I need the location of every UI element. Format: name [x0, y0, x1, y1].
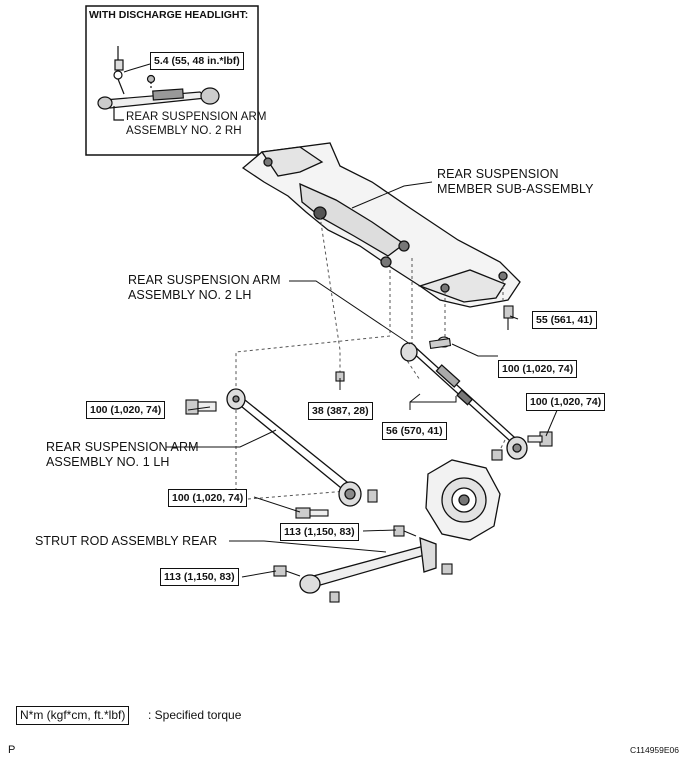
inset-title: WITH DISCHARGE HEADLIGHT: — [89, 9, 249, 21]
torque-spec-113-left: 113 (1,150, 83) — [160, 568, 239, 586]
legend-description: : Specified torque — [148, 708, 242, 722]
suspension-member-drawing — [241, 142, 521, 308]
arm1lh-label-line1: REAR SUSPENSION ARM — [46, 440, 199, 454]
torque-spec-113-right: 113 (1,150, 83) — [280, 523, 359, 541]
footer-left-mark: P — [8, 744, 16, 756]
strut-rod-label: STRUT ROD ASSEMBLY REAR — [35, 534, 218, 548]
strut-rod-drawing — [299, 537, 437, 594]
torque-spec-100-right: 100 (1,020, 74) — [526, 393, 606, 411]
axle-carrier-drawing — [425, 459, 501, 541]
inset-arm-label-line2: ASSEMBLY NO. 2 RH — [126, 125, 242, 137]
illustration-code: C114959E06 — [630, 745, 679, 755]
arm2lh-label-line2: ASSEMBLY NO. 2 LH — [128, 288, 252, 302]
torque-spec-100-lower: 100 (1,020, 74) — [168, 489, 248, 507]
inset-arm-illustration — [97, 46, 220, 121]
torque-spec-56: 56 (570, 41) — [382, 422, 447, 440]
fasteners — [185, 305, 553, 603]
arm-no1-lh-drawing — [226, 388, 362, 507]
inset-frame — [85, 5, 259, 156]
member-label-line2: MEMBER SUB-ASSEMBLY — [437, 182, 594, 196]
arm2lh-label-line1: REAR SUSPENSION ARM — [128, 273, 281, 287]
leader-lines — [123, 63, 559, 578]
member-label-line1: REAR SUSPENSION — [437, 167, 559, 181]
arm-no2-lh-drawing — [400, 342, 528, 460]
torque-spec-100-left: 100 (1,020, 74) — [86, 401, 166, 419]
inset-torque-spec: 5.4 (55, 48 in.*lbf) — [150, 52, 244, 70]
torque-spec-100-upper: 100 (1,020, 74) — [498, 360, 578, 378]
inset-arm-label-line1: REAR SUSPENSION ARM — [126, 111, 267, 123]
torque-spec-38: 38 (387, 28) — [308, 402, 373, 420]
legend-unit-box: N*m (kgf*cm, ft.*lbf) — [16, 706, 130, 725]
torque-spec-55: 55 (561, 41) — [532, 311, 597, 329]
arm1lh-label-line2: ASSEMBLY NO. 1 LH — [46, 455, 170, 469]
